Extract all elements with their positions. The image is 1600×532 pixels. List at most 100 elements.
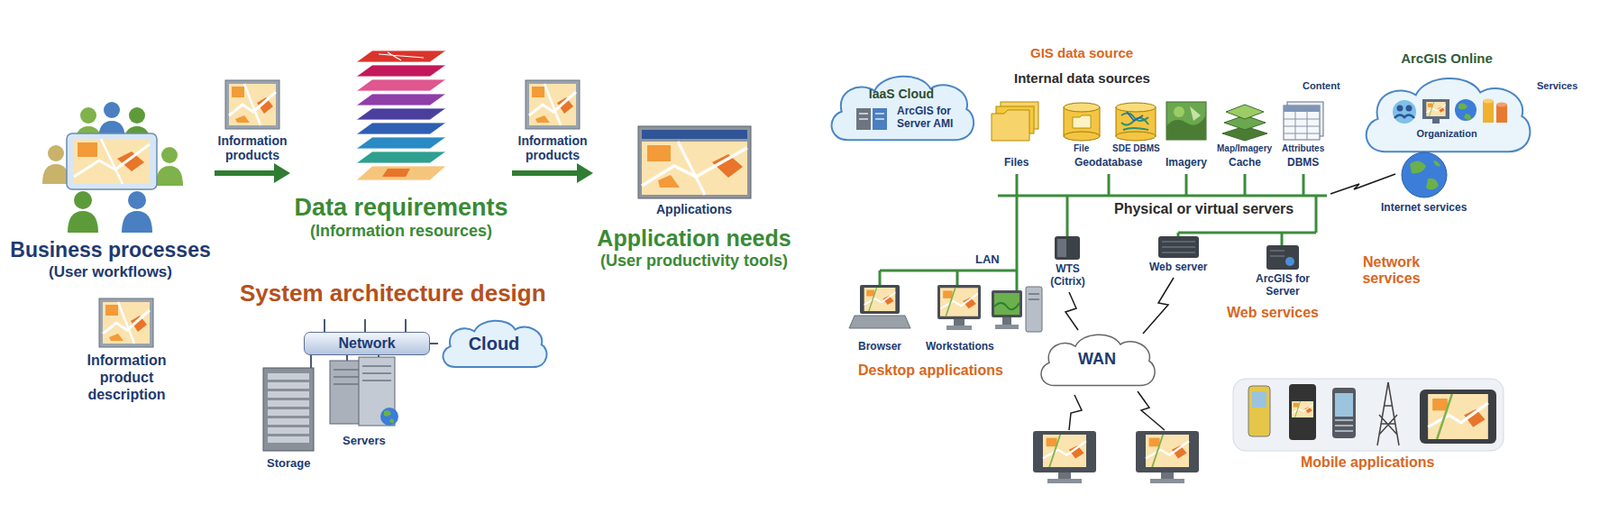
desktop-device-part — [946, 325, 972, 330]
workflow-illustration-part — [77, 142, 98, 157]
imagery-icon-part — [1166, 115, 1207, 140]
wireless-link-part — [1065, 292, 1079, 330]
imagery-icon — [1166, 101, 1207, 140]
dbms-table-icon-part — [1283, 105, 1320, 140]
workflow-illustration-part — [42, 164, 70, 184]
desktop-device-part — [991, 290, 1023, 318]
small-label: Attributes — [1281, 143, 1325, 155]
files-icon — [991, 101, 1039, 141]
node-text: Information product description — [79, 351, 174, 404]
arcgis-online-outline — [1366, 78, 1531, 152]
desktop-device-part — [994, 292, 1020, 315]
arcgis-online-outline-part — [1454, 99, 1477, 121]
remote-computer — [1033, 430, 1199, 484]
workflow-illustration-part — [73, 138, 150, 184]
part-label: Storage — [266, 457, 311, 471]
storage-rack-part — [267, 427, 310, 434]
dbms-table-icon-part — [1283, 111, 1320, 140]
geodatabase-icon — [1063, 102, 1100, 141]
desktop-device-part — [1002, 317, 1012, 325]
mobile-devices-part — [1248, 385, 1271, 437]
cache-icon — [1222, 104, 1268, 141]
server-box-part — [1057, 238, 1067, 257]
server-towers-part — [384, 410, 394, 423]
arcgis-online-outline-part — [1496, 102, 1508, 108]
data-layer-stack-part — [382, 168, 411, 177]
node-text: ArcGIS for Server AMI — [896, 104, 964, 131]
data-layer-stack-part — [356, 137, 447, 149]
data-layer-stack-part — [356, 151, 447, 164]
cache-icon-part — [1225, 104, 1264, 119]
network-label: LAN — [975, 253, 1000, 267]
storage-rack-part — [267, 409, 310, 416]
server-box-part — [1161, 241, 1196, 253]
workflow-illustration-part — [161, 146, 178, 164]
node-text: Data requirements — [293, 192, 509, 222]
sde-dbms-icon-part — [1115, 131, 1156, 141]
application-window-part — [658, 174, 680, 188]
data-layer-stack-part — [378, 52, 424, 61]
section-heading: Web services — [1226, 304, 1319, 321]
imagery-icon-part — [1189, 106, 1201, 121]
remote-computer-part — [1150, 478, 1185, 484]
section-heading: System architecture design — [239, 280, 547, 308]
workflow-illustration-part — [80, 107, 97, 124]
small-label: File — [1073, 143, 1089, 155]
storage-rack — [263, 367, 314, 451]
remote-computer-part — [1161, 472, 1174, 479]
mobile-devices-part — [1233, 378, 1504, 451]
server-box-part — [1158, 236, 1199, 258]
part-label: Browser — [858, 340, 902, 354]
desktop-device-part — [994, 302, 1020, 310]
storage-rack-part — [267, 436, 310, 443]
mobile-devices-part — [1289, 384, 1317, 440]
wan-cloud-outline — [1041, 334, 1155, 385]
node-text: Applications — [596, 201, 792, 218]
internet-globe-part — [1409, 160, 1441, 191]
arcgis-online-outline-part — [1482, 99, 1494, 104]
application-window-part — [641, 147, 748, 186]
node-text: Cloud — [468, 332, 521, 355]
part-label: Services — [1536, 80, 1578, 92]
remote-computer-part — [1145, 434, 1189, 467]
iaas-cloud-outline-part — [832, 76, 975, 140]
wan-cloud: WAN — [1035, 324, 1159, 395]
desktop-device — [849, 284, 1043, 332]
part-label: Geodatabase — [1074, 156, 1143, 170]
application-window — [638, 126, 751, 199]
small-label: Map/Imagery — [1216, 143, 1272, 155]
data-layer-stack-part — [356, 79, 447, 92]
info-product-icon — [225, 80, 280, 129]
workflow-illustration — [42, 101, 183, 233]
data-layer-stack-part — [356, 64, 447, 77]
wireless-link-part — [1069, 394, 1082, 430]
mobile-devices-part — [1332, 387, 1356, 439]
storage-rack-part — [263, 367, 314, 451]
workflow-illustration-part — [155, 165, 183, 186]
arcgis-online-outline-part — [1496, 104, 1508, 123]
cloud-node: Cloud — [434, 315, 554, 372]
internet-globe-part — [1401, 152, 1447, 198]
storage-rack-part — [267, 373, 310, 380]
arrow-head — [576, 163, 594, 183]
node-text: (Information resources) — [293, 221, 509, 242]
desktop-device-part — [849, 315, 911, 329]
sde-dbms-icon — [1115, 102, 1156, 141]
iaas-cloud-outline-part — [859, 113, 885, 119]
info-product-icon-part — [99, 298, 154, 348]
part-label: Files — [1004, 156, 1029, 170]
mobile-devices-part — [1334, 393, 1354, 417]
section-heading: Mobile applications — [1300, 454, 1435, 471]
server-towers — [329, 356, 399, 426]
mobile-devices-part — [1291, 401, 1314, 418]
internet-globe — [1401, 152, 1447, 198]
data-layer-stack-part — [356, 122, 447, 135]
cloud-outline-part — [443, 320, 548, 367]
section-heading: Network services — [1353, 254, 1430, 288]
sde-dbms-icon-part — [1115, 102, 1156, 112]
desktop-device-part — [937, 284, 981, 320]
desktop-device-part — [995, 324, 1019, 330]
part-label: Content — [1302, 80, 1341, 92]
imagery-icon-part — [1173, 106, 1185, 118]
